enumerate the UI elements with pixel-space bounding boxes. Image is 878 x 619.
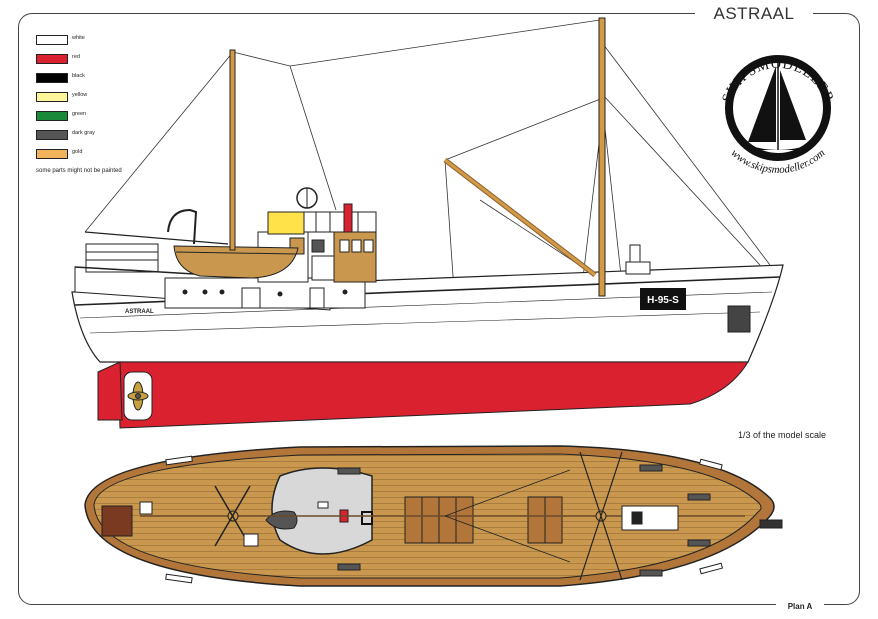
title-box: ASTRAAL xyxy=(695,3,813,25)
legend-item-gold: gold xyxy=(36,147,216,166)
deckhouse-roof xyxy=(271,467,373,555)
legend-swatch xyxy=(36,92,68,102)
propeller-icon xyxy=(127,381,149,411)
side-profile: ASTRAAL H-95-S xyxy=(71,17,784,429)
hull-bottom xyxy=(117,361,749,429)
legend-item-dark-gray: dark gray xyxy=(36,128,216,147)
legend-label: black xyxy=(72,73,85,79)
legend-item-red: red xyxy=(36,52,216,71)
aft-hatch xyxy=(101,505,133,537)
sheet-title: ASTRAAL xyxy=(713,4,795,23)
legend-swatch xyxy=(36,130,68,140)
legend-swatch xyxy=(36,54,68,64)
legend-label: gold xyxy=(72,149,83,155)
legend-note: some parts might not be painted xyxy=(36,168,122,174)
legend-label: green xyxy=(72,111,87,117)
legend-label: yellow xyxy=(72,92,88,98)
sheet-frame xyxy=(18,13,860,605)
legend-swatch xyxy=(36,73,68,83)
main-mast xyxy=(229,49,236,251)
registration-plate xyxy=(640,288,686,310)
scale-note: 1/3 of the model scale xyxy=(738,430,827,440)
legend-item-yellow: yellow xyxy=(36,90,216,109)
legend-item-white: white xyxy=(36,33,216,52)
hull-name: ASTRAAL xyxy=(125,309,154,315)
deck-plan xyxy=(84,445,783,587)
legend-item-green: green xyxy=(36,109,216,128)
windlass xyxy=(621,505,679,531)
legend-swatch xyxy=(36,111,68,121)
legend-label: dark gray xyxy=(72,130,95,136)
legend-label: white xyxy=(72,35,85,41)
plan-label: Plan A xyxy=(787,602,813,611)
fore-mast xyxy=(598,17,606,297)
rudder xyxy=(97,361,123,421)
legend-swatch xyxy=(36,149,68,159)
color-legend: white red black yellow green dark gray g… xyxy=(36,33,216,166)
legend-label: red xyxy=(72,54,80,60)
legend-item-black: black xyxy=(36,71,216,90)
sailboat-icon xyxy=(748,66,776,142)
plan-label-box: Plan A xyxy=(776,596,824,612)
registration-number: H-95-S xyxy=(647,295,679,306)
legend-swatch xyxy=(36,35,68,45)
skipsmodeller-logo: SKIPSMODELLER www.skipsmodeller.com xyxy=(720,55,835,176)
